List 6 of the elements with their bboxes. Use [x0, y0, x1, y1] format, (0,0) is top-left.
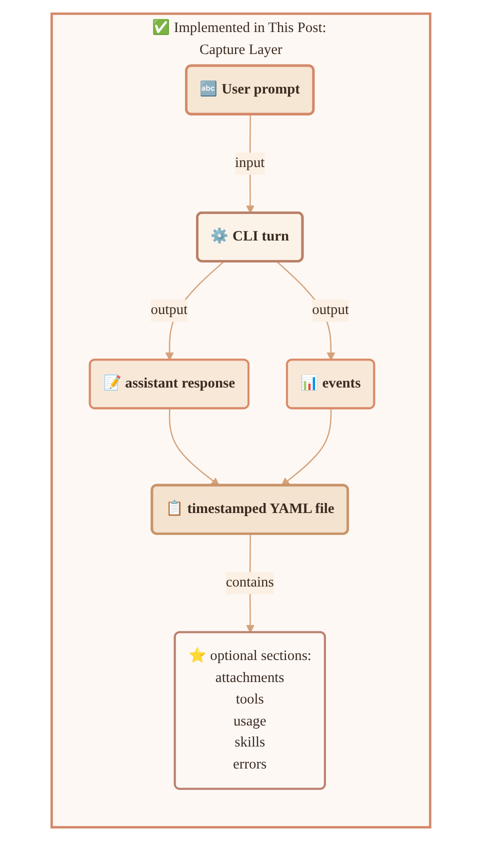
- edge-label: output: [312, 302, 349, 318]
- edge-label: contains: [225, 574, 274, 590]
- arrow: [168, 408, 220, 486]
- edge-label: input: [234, 155, 264, 171]
- arrow: [280, 408, 332, 486]
- edge-label: output: [150, 302, 188, 318]
